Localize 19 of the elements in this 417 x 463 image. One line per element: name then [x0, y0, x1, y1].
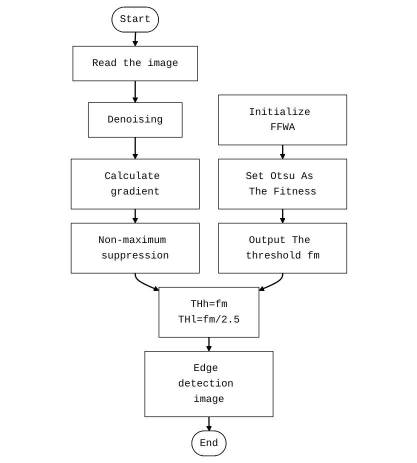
node-box: Initialize FFWA [218, 94, 347, 146]
arrow [258, 273, 283, 292]
arrow [132, 80, 138, 103]
node-box: THh=fm THl=fm/2.5 [158, 286, 259, 338]
arrow [206, 337, 212, 352]
node-box: Calculate gradient [70, 158, 200, 210]
node-box: Output The threshold fm [218, 222, 347, 274]
arrow [132, 137, 138, 160]
arrow [279, 144, 286, 160]
arrow [134, 273, 159, 292]
node-box: Read the image [72, 46, 198, 82]
node-box: Non-maximum suppression [70, 222, 200, 274]
arrow [279, 209, 286, 224]
node-box: Denoising [88, 102, 182, 138]
node-box: Edge detection image [144, 351, 273, 418]
arrow [132, 209, 138, 224]
arrow [206, 416, 212, 432]
arrow [132, 32, 138, 46]
node-box: Set Otsu As The Fitness [218, 158, 347, 210]
